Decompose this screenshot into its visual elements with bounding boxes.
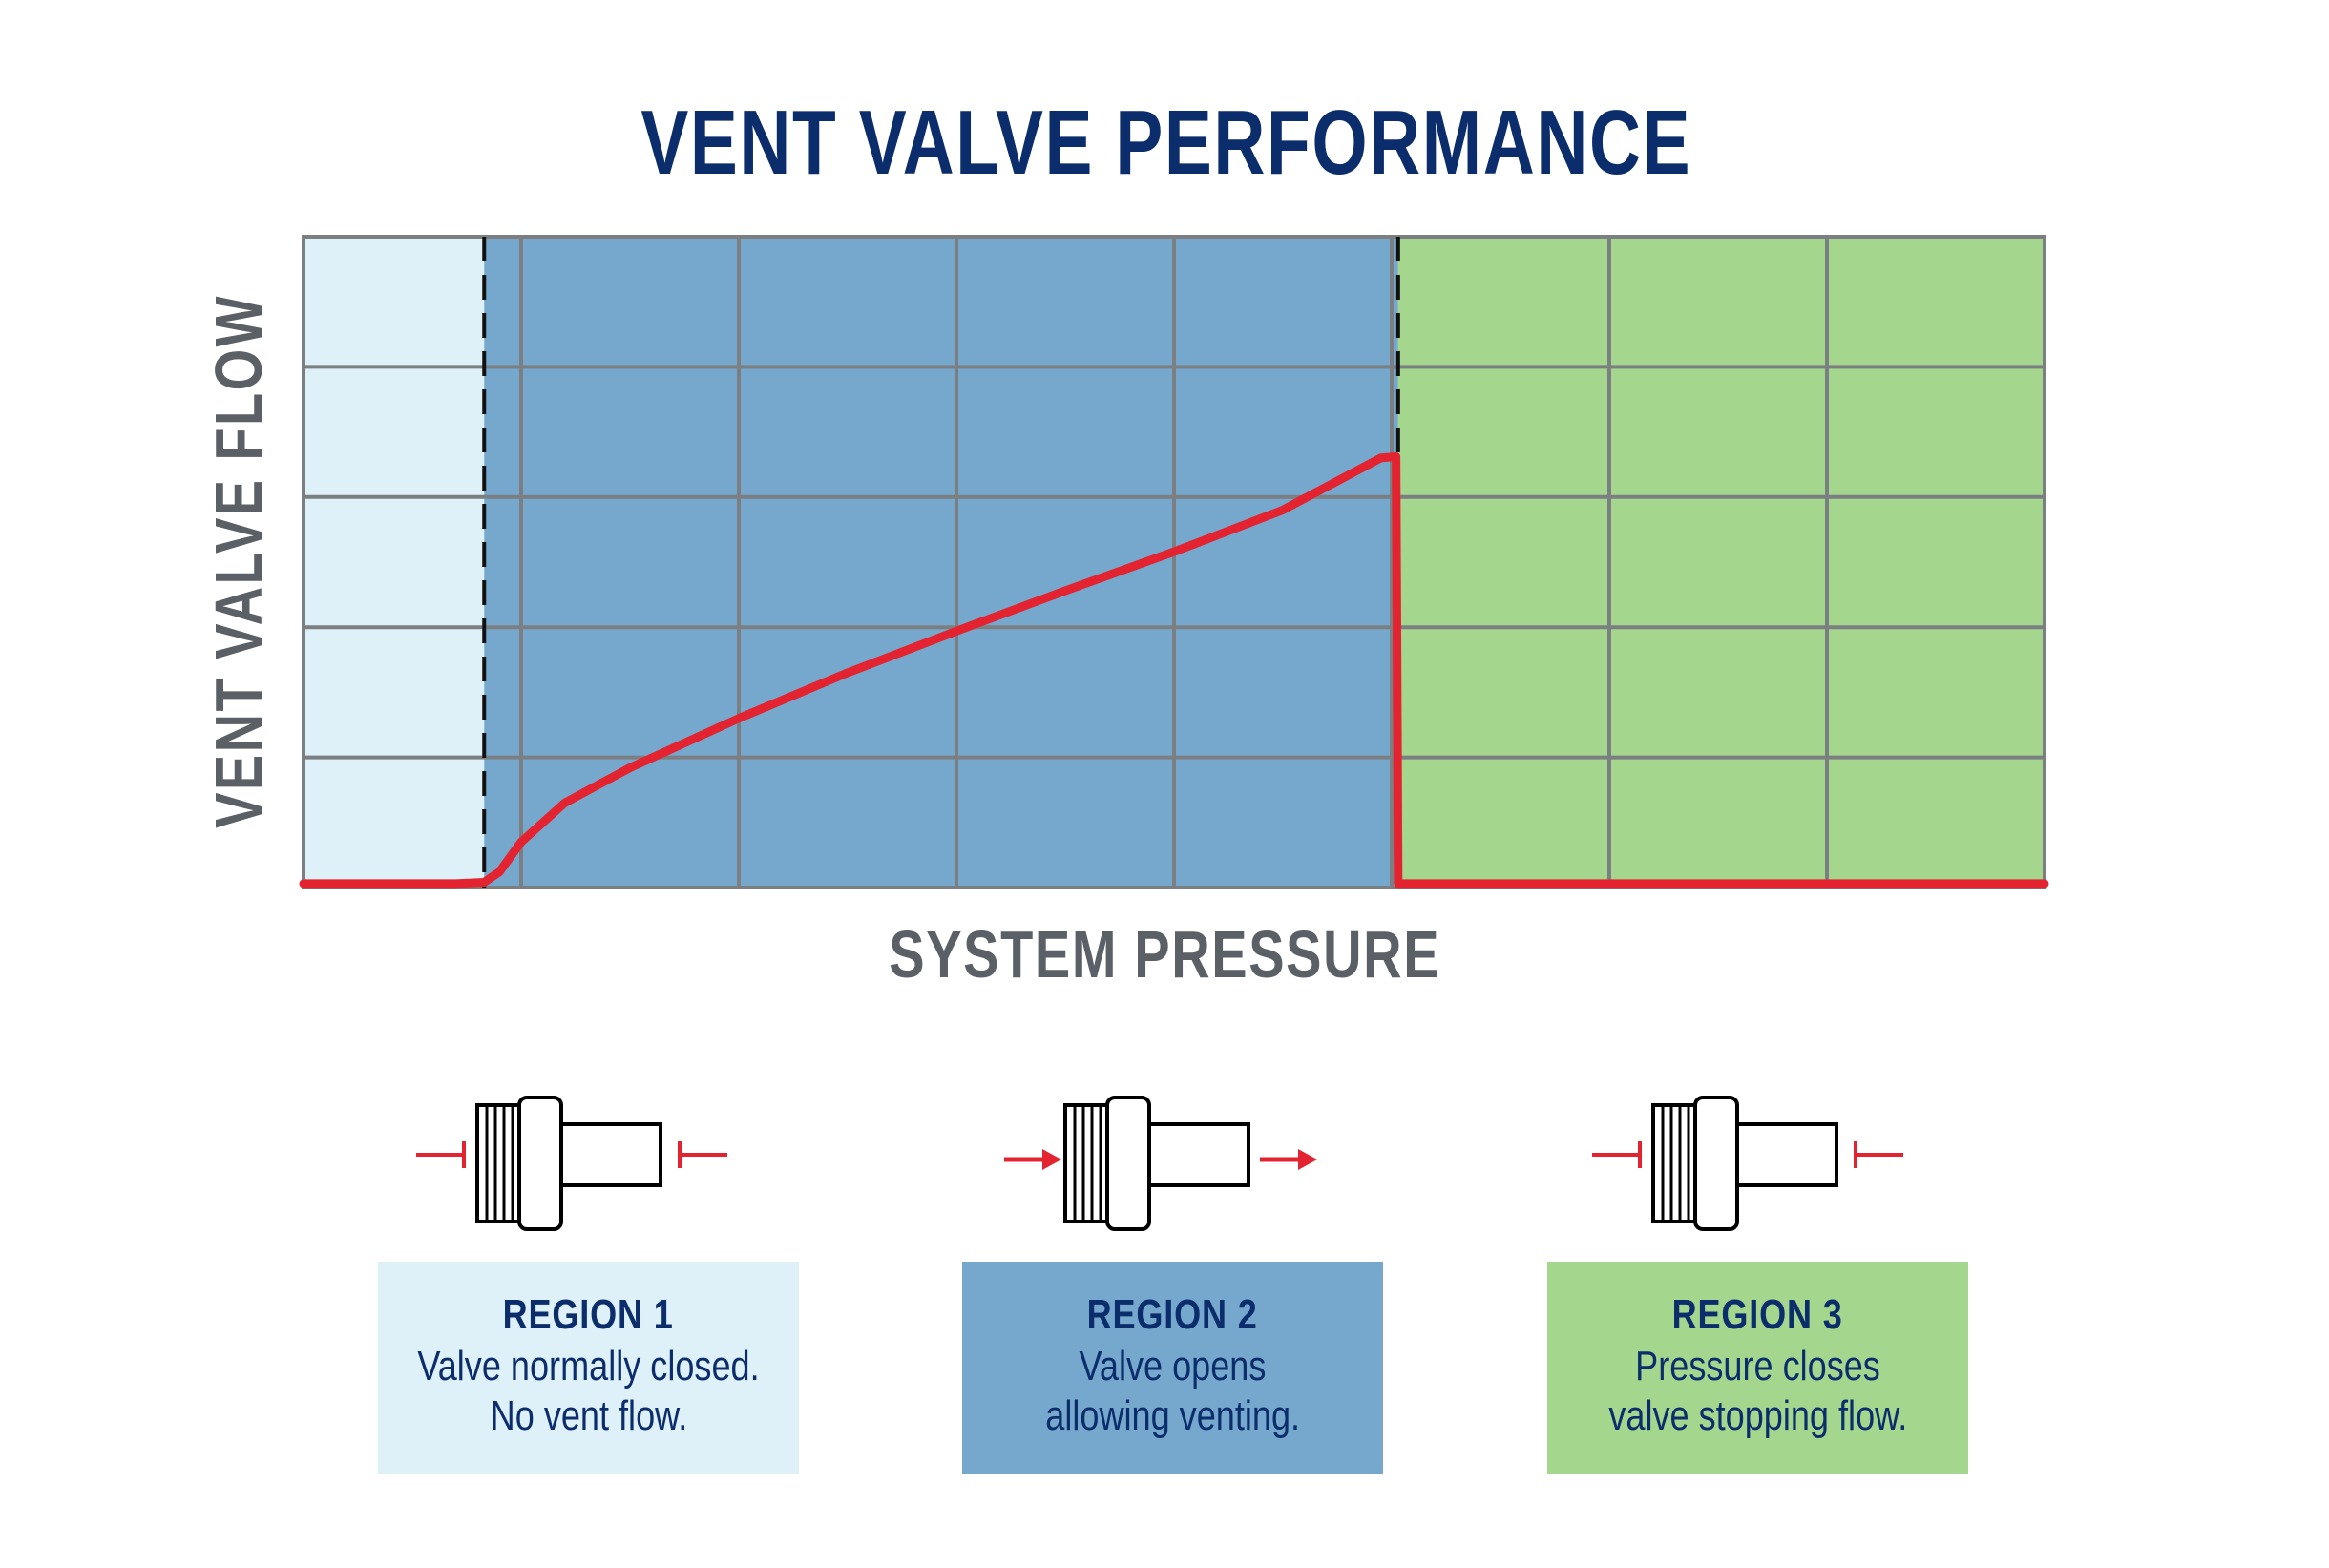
valve-hex-nut — [517, 1096, 563, 1231]
inflow-arrow-head — [1042, 1149, 1061, 1170]
region-1-title: REGION 1 — [503, 1291, 674, 1338]
region-1-card: REGION 1 Valve normally closed. No vent … — [378, 1262, 799, 1474]
outflow-arrow-head — [1298, 1149, 1317, 1170]
plot-frame — [302, 235, 2046, 889]
flow-curve-1 — [299, 452, 2049, 889]
region-2-band — [484, 237, 1398, 888]
valve-icon-3 — [1592, 1096, 1903, 1231]
x-axis-label: SYSTEM PRESSURE — [889, 917, 1440, 992]
region-3-band — [1397, 237, 2045, 888]
valve-threads — [475, 1103, 525, 1223]
valve-stem — [1735, 1122, 1838, 1187]
region-2-line-1: Valve opens — [1079, 1343, 1267, 1390]
region-2-card: REGION 2 Valve opens allowing venting. — [962, 1262, 1383, 1474]
region-1-line-1: Valve normally closed. — [417, 1343, 760, 1390]
valve-icon-2 — [1004, 1096, 1317, 1231]
region-1-line-2: No vent flow. — [490, 1392, 687, 1439]
valve-stem — [1147, 1122, 1250, 1187]
region-3-line-1: Pressure closes — [1635, 1343, 1880, 1390]
chart-title: VENT VALVE PERFORMANCE — [640, 92, 1692, 194]
valve-threads — [1063, 1103, 1113, 1223]
region-3-line-2: valve stopping flow. — [1608, 1392, 1907, 1439]
region-3-card: REGION 3 Pressure closes valve stopping … — [1547, 1262, 1968, 1474]
region-3-title: REGION 3 — [1672, 1291, 1843, 1338]
region-2-line-2: allowing venting. — [1045, 1392, 1300, 1439]
valve-threads — [1651, 1103, 1701, 1223]
valve-hex-nut — [1105, 1096, 1151, 1231]
valve-icon-1 — [416, 1096, 727, 1231]
region-2-title: REGION 2 — [1087, 1291, 1258, 1338]
region-1-band — [304, 237, 485, 888]
valve-hex-nut — [1693, 1096, 1739, 1231]
valve-stem — [559, 1122, 662, 1187]
y-axis-label: VENT VALVE FLOW — [201, 294, 276, 828]
